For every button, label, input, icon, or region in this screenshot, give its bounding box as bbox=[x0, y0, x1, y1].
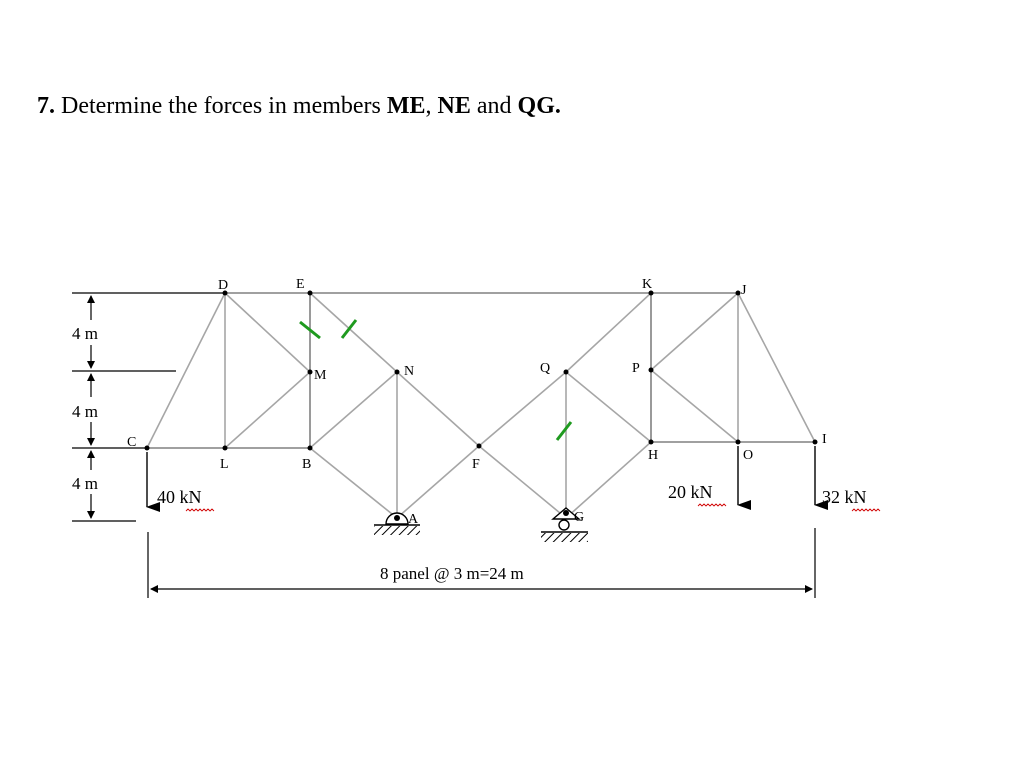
spell-underline-i bbox=[851, 508, 881, 512]
member-ne-label: NE bbox=[437, 93, 471, 119]
member-dm bbox=[224, 292, 311, 373]
member-gh bbox=[565, 441, 652, 519]
member-nf bbox=[396, 371, 480, 447]
spell-underline-c bbox=[185, 508, 215, 512]
member-qg-label: QG. bbox=[517, 93, 561, 119]
problem-number: 7. bbox=[37, 93, 55, 119]
load-label-i: 32 kN bbox=[822, 487, 867, 507]
separator-2: and bbox=[470, 93, 518, 119]
span-label: 8 panel @ 3 m=24 m bbox=[380, 564, 524, 583]
node-label-k: K bbox=[642, 277, 652, 292]
node-label-n: N bbox=[404, 364, 414, 379]
load-label-c: 40 kN bbox=[157, 487, 202, 507]
pin-support-a bbox=[374, 512, 420, 535]
problem-statement: 7. Determine the forces in members ME, N… bbox=[37, 93, 561, 120]
member-po bbox=[650, 369, 739, 443]
joint-markers bbox=[144, 290, 818, 451]
node-label-b: B bbox=[302, 457, 311, 472]
separator-1: , bbox=[425, 93, 438, 119]
cut-mark-me bbox=[299, 320, 321, 340]
node-label-a: A bbox=[408, 512, 419, 527]
node-label-d: D bbox=[218, 278, 228, 293]
cut-mark-ne bbox=[340, 319, 358, 339]
member-cd bbox=[146, 292, 226, 449]
node-label-m: M bbox=[314, 368, 327, 383]
spell-underline-o bbox=[697, 503, 727, 507]
member-fq bbox=[478, 371, 567, 447]
load-label-o: 20 kN bbox=[668, 482, 713, 502]
member-af bbox=[396, 445, 480, 519]
span-dimension bbox=[147, 528, 816, 598]
roller-support-g bbox=[541, 507, 588, 542]
node-label-q: Q bbox=[540, 361, 550, 376]
node-label-f: F bbox=[472, 457, 480, 472]
vertical-dimensions bbox=[72, 292, 225, 522]
node-label-p: P bbox=[632, 361, 640, 376]
member-en bbox=[309, 292, 398, 373]
member-pj bbox=[650, 292, 739, 371]
member-me-label: ME bbox=[386, 93, 426, 119]
node-label-h: H bbox=[648, 448, 658, 463]
node-label-c: C bbox=[127, 435, 136, 450]
node-label-e: E bbox=[296, 277, 305, 292]
member-ji bbox=[737, 292, 816, 443]
member-lm bbox=[224, 371, 311, 449]
problem-text: Determine the forces in members bbox=[55, 93, 387, 119]
member-qk bbox=[565, 292, 652, 373]
height-label-bottom: 4 m bbox=[72, 474, 98, 493]
member-fg bbox=[478, 445, 567, 519]
node-label-j: J bbox=[741, 283, 747, 298]
node-label-i: I bbox=[822, 432, 827, 447]
node-label-g: G bbox=[574, 510, 584, 525]
member-qh bbox=[565, 371, 652, 443]
node-label-o: O bbox=[743, 448, 753, 463]
member-ba bbox=[309, 447, 398, 519]
member-bn bbox=[309, 371, 398, 449]
height-label-top: 4 m bbox=[72, 324, 98, 343]
height-label-middle: 4 m bbox=[72, 402, 98, 421]
cut-mark-qg bbox=[555, 421, 573, 441]
node-label-l: L bbox=[220, 457, 229, 472]
